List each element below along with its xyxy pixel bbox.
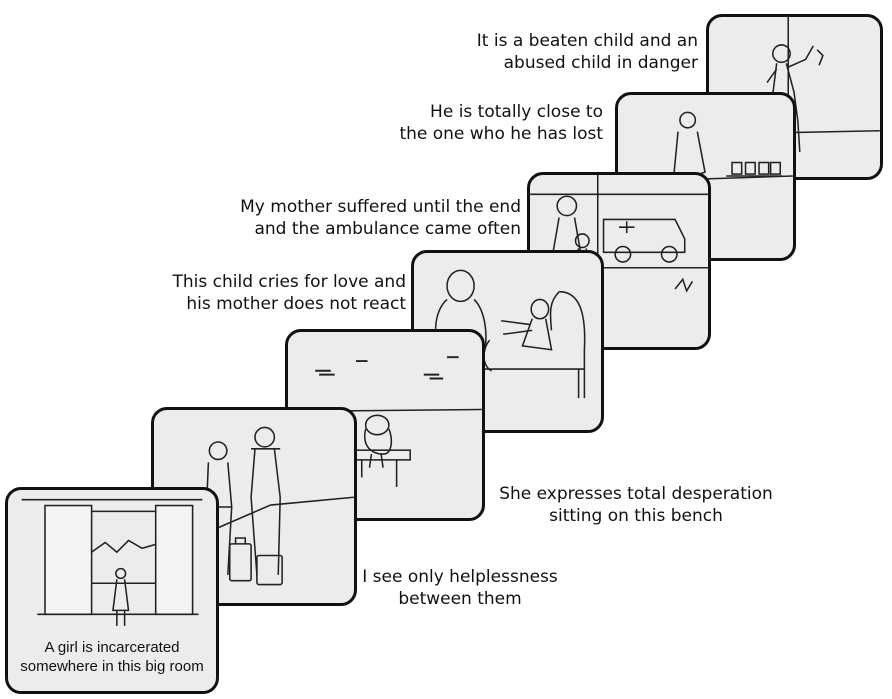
caption-line: sitting on this bench xyxy=(549,506,723,526)
caption-panel-3: She expresses total desperation sitting … xyxy=(496,483,776,527)
caption-line: between them xyxy=(398,589,522,609)
caption-line: She expresses total desperation xyxy=(499,484,773,504)
caption-line: I see only helplessness xyxy=(362,567,558,587)
caption-line: My mother suffered until the end xyxy=(240,197,521,217)
caption-line: the one who he has lost xyxy=(399,124,603,144)
caption-panel-4: This child cries for love and his mother… xyxy=(173,271,407,315)
caption-line: It is a beaten child and an xyxy=(476,31,698,51)
caption-line: his mother does not react xyxy=(186,294,406,314)
caption-line: and the ambulance came often xyxy=(254,219,521,239)
caption-panel-6: He is totally close to the one who he ha… xyxy=(399,101,603,145)
panel-1: A girl is incarcerated somewhere in this… xyxy=(5,487,219,694)
caption-line: This child cries for love and xyxy=(172,272,407,292)
caption-line: abused child in danger xyxy=(503,53,698,73)
girl-at-window-icon xyxy=(21,498,203,626)
caption-panel-5: My mother suffered until the end and the… xyxy=(240,196,521,240)
caption-line: somewhere in this big room xyxy=(20,658,204,675)
panel-1-caption: A girl is incarcerated somewhere in this… xyxy=(8,638,216,676)
caption-line: He is totally close to xyxy=(430,102,603,122)
caption-line: A girl is incarcerated xyxy=(44,639,180,656)
caption-panel-2: I see only helplessness between them xyxy=(360,566,560,610)
caption-panel-7: It is a beaten child and an abused child… xyxy=(477,30,698,74)
